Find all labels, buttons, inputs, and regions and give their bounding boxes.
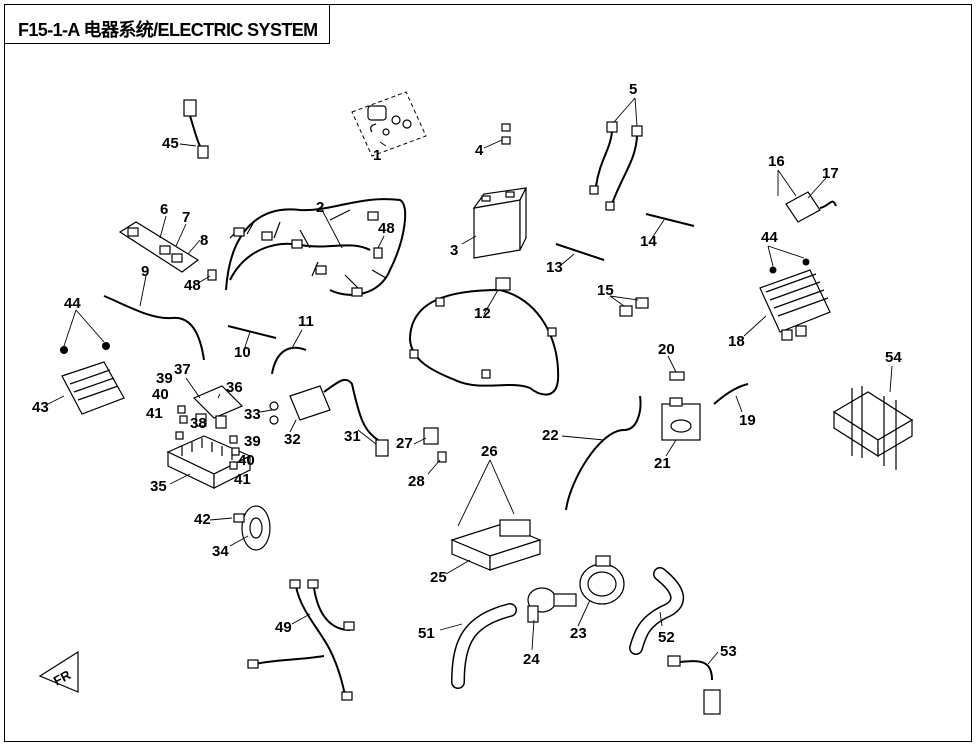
part-49-sub-harness bbox=[247, 579, 355, 701]
callout-27: 27 bbox=[396, 435, 413, 452]
part-51-hose bbox=[451, 603, 517, 689]
diagram-frame bbox=[4, 4, 972, 742]
part-43-module bbox=[60, 342, 125, 415]
callout-2: 2 bbox=[316, 199, 324, 216]
callout-39b: 39 bbox=[244, 433, 261, 450]
callout-4: 4 bbox=[475, 142, 484, 159]
part-36-37-38-relay-box bbox=[192, 385, 244, 429]
callout-48a: 48 bbox=[184, 277, 201, 294]
callout-52: 52 bbox=[658, 629, 675, 646]
part-12-harness bbox=[408, 277, 560, 396]
callout-18: 18 bbox=[728, 333, 745, 350]
callout-11: 11 bbox=[298, 313, 314, 330]
part-34-horn bbox=[233, 505, 271, 551]
callout-31: 31 bbox=[344, 428, 361, 445]
part-19-bracket bbox=[713, 383, 749, 405]
part-4-clip bbox=[501, 123, 511, 145]
callout-44b: 44 bbox=[761, 229, 778, 246]
part-18-regulator bbox=[759, 258, 831, 341]
part-52-hose bbox=[629, 567, 684, 655]
callout-13: 13 bbox=[546, 259, 563, 276]
callout-19: 19 bbox=[739, 412, 756, 429]
callout-33: 33 bbox=[244, 406, 261, 423]
callout-23: 23 bbox=[570, 625, 587, 642]
part-5-sensor-pair bbox=[589, 121, 643, 211]
part-2-main-harness bbox=[225, 198, 407, 297]
callout-32: 32 bbox=[284, 431, 301, 448]
part-22-cable bbox=[565, 395, 642, 511]
part-11-wire bbox=[271, 346, 307, 375]
part-6-7-8-handlebar-switch bbox=[118, 221, 200, 273]
part-9-lead-wire bbox=[103, 295, 205, 361]
part-13-strap bbox=[555, 243, 605, 261]
callout-22: 22 bbox=[542, 427, 559, 444]
callout-42: 42 bbox=[194, 511, 211, 528]
callout-25: 25 bbox=[430, 569, 447, 586]
part-53-sensor bbox=[667, 655, 721, 715]
part-31-32-33-ignition-coil bbox=[269, 378, 389, 457]
callout-40a: 40 bbox=[152, 386, 169, 403]
callout-48b: 48 bbox=[378, 220, 395, 237]
callout-17: 17 bbox=[822, 165, 839, 182]
part-39-40-41-fuses bbox=[175, 405, 240, 470]
callout-6: 6 bbox=[160, 201, 168, 218]
callout-28: 28 bbox=[408, 473, 425, 490]
callout-38: 38 bbox=[190, 415, 207, 432]
callout-49: 49 bbox=[275, 619, 292, 636]
part-25-ecu bbox=[450, 519, 542, 571]
callout-24: 24 bbox=[523, 651, 540, 668]
page-title: F15-1-A 电器系统/ELECTRIC SYSTEM bbox=[18, 20, 318, 40]
part-14-strap bbox=[645, 213, 695, 227]
part-54-bracket bbox=[832, 386, 914, 470]
callout-35: 35 bbox=[150, 478, 167, 495]
part-15-bracket bbox=[619, 297, 649, 317]
title-box: F15-1-A 电器系统/ELECTRIC SYSTEM bbox=[4, 4, 330, 44]
callout-51: 51 bbox=[418, 625, 435, 642]
callout-20: 20 bbox=[658, 341, 675, 358]
callout-39a: 39 bbox=[156, 370, 173, 387]
callout-36: 36 bbox=[226, 379, 243, 396]
callout-45: 45 bbox=[162, 135, 179, 152]
callout-40b: 40 bbox=[238, 452, 255, 469]
callout-9: 9 bbox=[141, 263, 149, 280]
callout-7: 7 bbox=[182, 209, 190, 226]
part-23-clamp bbox=[579, 555, 625, 605]
part-20-21-starter-relay bbox=[661, 371, 701, 441]
callout-16: 16 bbox=[768, 153, 785, 170]
callout-15: 15 bbox=[597, 282, 614, 299]
callout-21: 21 bbox=[654, 455, 671, 472]
callout-41b: 41 bbox=[234, 471, 251, 488]
callout-12: 12 bbox=[474, 305, 491, 322]
callout-3: 3 bbox=[450, 242, 458, 259]
callout-10: 10 bbox=[234, 344, 251, 361]
callout-54: 54 bbox=[885, 349, 902, 366]
part-3-battery bbox=[472, 187, 528, 259]
part-1-switch-kit bbox=[351, 91, 427, 157]
callout-44a: 44 bbox=[64, 295, 81, 312]
callout-37: 37 bbox=[174, 361, 191, 378]
callout-41a: 41 bbox=[146, 405, 163, 422]
part-45-sensor bbox=[183, 99, 209, 159]
callout-8: 8 bbox=[200, 232, 208, 249]
front-direction-icon: FR bbox=[38, 650, 79, 693]
callout-1: 1 bbox=[373, 147, 381, 164]
callout-14: 14 bbox=[640, 233, 657, 250]
part-17-relay bbox=[785, 191, 837, 223]
part-24-pump bbox=[527, 587, 577, 623]
callout-43: 43 bbox=[32, 399, 49, 416]
callout-26: 26 bbox=[481, 443, 498, 460]
front-direction-label: FR bbox=[51, 667, 74, 689]
callout-5: 5 bbox=[629, 81, 637, 98]
callout-34: 34 bbox=[212, 543, 229, 560]
part-10-rod bbox=[227, 325, 277, 339]
part-27-28-sensor bbox=[423, 427, 447, 463]
callout-53: 53 bbox=[720, 643, 737, 660]
